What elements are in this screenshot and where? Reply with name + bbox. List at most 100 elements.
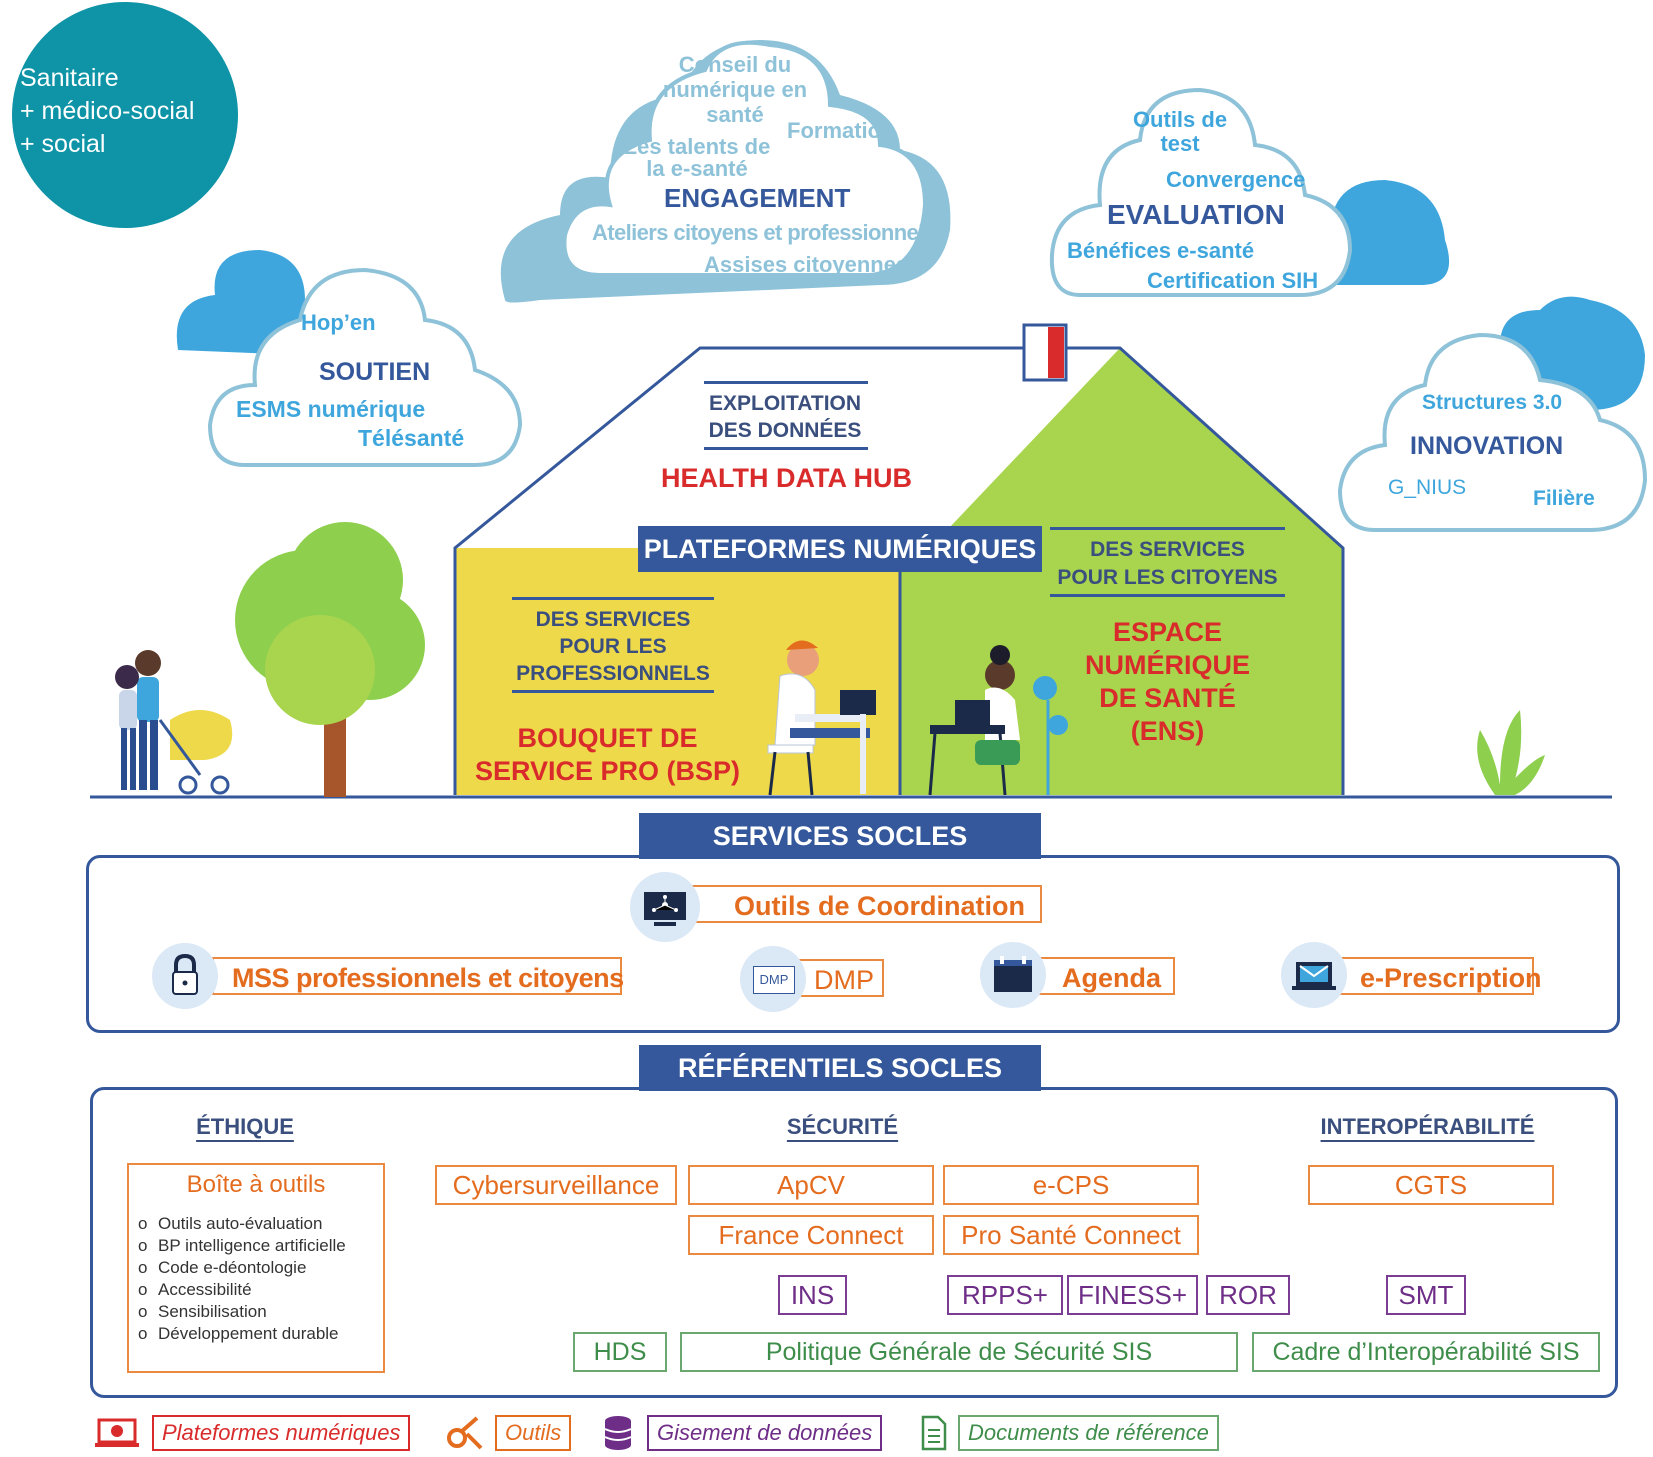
laptop-icon: [94, 1417, 140, 1449]
legend-gisement: Gisement de données: [647, 1415, 883, 1451]
cisis-box[interactable]: Cadre d’Interopérabilité SIS: [1252, 1332, 1600, 1372]
engagement-talents: Les talents de la e-santé: [612, 136, 782, 180]
evaluation-title: EVALUATION: [1107, 199, 1285, 230]
engagement-conseil-1: Conseil du: [678, 52, 792, 77]
ins-box[interactable]: INS: [778, 1275, 847, 1315]
agenda-service[interactable]: Agenda: [1030, 957, 1175, 995]
soutien-title: SOUTIEN: [319, 358, 431, 386]
corner-bubble: [12, 2, 238, 228]
cgts-box[interactable]: CGTS: [1308, 1165, 1554, 1205]
dmp-icon-label: DMP: [753, 966, 795, 994]
engagement-conseil-3: santé: [706, 102, 764, 127]
calendar-icon: [980, 942, 1046, 1008]
bsp-line-2: SERVICE PRO (BSP): [474, 756, 741, 786]
soutien-telesante: Télésanté: [358, 425, 465, 451]
soutien-hopen: Hop’en: [301, 310, 376, 335]
cit-header-2: POUR LES CITOYENS: [1057, 566, 1278, 589]
pros-header: DES SERVICES POUR LES PROFESSIONNELS: [490, 606, 736, 687]
cybersurveillance-box[interactable]: Cybersurveillance: [435, 1165, 677, 1205]
bsp-label: BOUQUET DE SERVICE PRO (BSP): [465, 722, 750, 788]
plateformes-badge: PLATEFORMES NUMÉRIQUES: [638, 526, 1042, 572]
cit-rule-top: [1050, 527, 1285, 530]
innovation-title: INNOVATION: [1410, 432, 1564, 460]
engagement-title: ENGAGEMENT: [664, 183, 851, 213]
evaluation-cloud: [1049, 87, 1450, 297]
legend-plateformes: Plateformes numériques: [152, 1415, 411, 1451]
pros-header-1: DES SERVICES: [535, 608, 691, 631]
innovation-structures: Structures 3.0: [1422, 391, 1563, 414]
smt-box[interactable]: SMT: [1386, 1275, 1466, 1315]
pros-rule-top: [512, 597, 714, 600]
engagement-cloud: [500, 40, 951, 303]
database-icon: [603, 1414, 633, 1452]
professional-illustration: [767, 640, 876, 796]
cit-header: DES SERVICES POUR LES CITOYENS: [1045, 536, 1290, 592]
dmp-service[interactable]: DMP: [794, 959, 884, 997]
cit-rule-bottom: [1050, 594, 1285, 597]
eprescription-service[interactable]: e-Prescription: [1322, 957, 1542, 995]
plant-illustration: [1477, 710, 1545, 795]
innovation-cloud: [1337, 296, 1648, 532]
boite-outils-list: Outils auto-évaluation BP intelligence a…: [138, 1213, 346, 1345]
rpps-box[interactable]: RPPS+: [947, 1275, 1063, 1315]
finess-box[interactable]: FINESS+: [1067, 1275, 1198, 1315]
apcv-box[interactable]: ApCV: [688, 1165, 934, 1205]
ecps-box[interactable]: e-CPS: [943, 1165, 1199, 1205]
engagement-talents-1: Les talents de: [623, 134, 771, 159]
corner-line-3: + social: [20, 130, 106, 158]
services-socles-frame: [86, 855, 1620, 1033]
boite-item: Accessibilité: [138, 1279, 346, 1301]
engagement-ateliers: Ateliers citoyens et professionnels: [592, 220, 936, 245]
ror-box[interactable]: ROR: [1206, 1275, 1290, 1315]
pros-header-3: PROFESSIONNELS: [516, 662, 710, 685]
interop-header: INTEROPÉRABILITÉ: [1320, 1114, 1535, 1139]
referentiels-badge: RÉFÉRENTIELS SOCLES: [639, 1045, 1041, 1091]
engagement-talents-2: la e-santé: [646, 156, 748, 181]
exploitation-rule-bottom: [704, 447, 868, 450]
exploitation-line-1: EXPLOITATION: [708, 392, 862, 415]
mss-service[interactable]: MSS professionnels et citoyens: [212, 957, 624, 995]
engagement-formation: Formation: [787, 118, 895, 143]
evaluation-outils-1: Outils de: [1132, 107, 1228, 132]
boite-item: Code e-déontologie: [138, 1257, 346, 1279]
innovation-filiere: Filière: [1533, 487, 1595, 510]
pros-header-2: POUR LES: [559, 635, 667, 658]
soutien-cloud: [176, 250, 523, 467]
family-illustration: [115, 650, 233, 795]
legend-outils: Outils: [495, 1415, 572, 1451]
ens-line-4: (ENS): [1130, 716, 1205, 746]
ens-line-3: DE SANTÉ: [1099, 683, 1236, 713]
cit-header-1: DES SERVICES: [1090, 538, 1245, 561]
ens-line-1: ESPACE: [1112, 617, 1223, 647]
ens-line-2: NUMÉRIQUE: [1084, 650, 1250, 680]
pgssi-box[interactable]: Politique Générale de Sécurité SIS: [680, 1332, 1238, 1372]
exploitation-rule-top: [704, 381, 868, 384]
evaluation-convergence: Convergence: [1166, 167, 1306, 192]
corner-bubble-text: Sanitaire + médico-social + social: [20, 62, 194, 161]
evaluation-certification: Certification SIH: [1147, 268, 1319, 293]
hds-box[interactable]: HDS: [573, 1332, 667, 1372]
citizen-illustration: [928, 645, 1068, 796]
boite-item: Sensibilisation: [138, 1301, 346, 1323]
evaluation-outils-2: test: [1160, 131, 1200, 156]
envelope-laptop-icon: [1281, 942, 1347, 1008]
monitor-network-icon: [630, 872, 700, 942]
france-connect-box[interactable]: France Connect: [688, 1215, 934, 1255]
evaluation-outils: Outils de test: [1125, 108, 1235, 156]
boite-item: BP intelligence artificielle: [138, 1235, 346, 1257]
boite-item: Outils auto-évaluation: [138, 1213, 346, 1235]
legend-documents: Documents de référence: [958, 1415, 1219, 1451]
boite-outils-title: Boîte à outils: [186, 1171, 326, 1198]
exploitation-line-2: DES DONNÉES: [708, 419, 862, 442]
soutien-esms: ESMS numérique: [236, 396, 426, 422]
engagement-conseil: Conseil du numérique en santé: [650, 52, 820, 127]
corner-line-2: + médico-social: [20, 97, 195, 125]
ethique-header: ÉTHIQUE: [196, 1114, 294, 1139]
corner-line-1: Sanitaire: [20, 64, 119, 92]
coordination-service[interactable]: Outils de Coordination: [672, 885, 1042, 923]
innovation-gnius: G_NIUS: [1388, 476, 1467, 499]
boite-item: Développement durable: [138, 1323, 346, 1345]
pro-sante-connect-box[interactable]: Pro Santé Connect: [943, 1215, 1199, 1255]
engagement-conseil-2: numérique en: [662, 77, 808, 102]
